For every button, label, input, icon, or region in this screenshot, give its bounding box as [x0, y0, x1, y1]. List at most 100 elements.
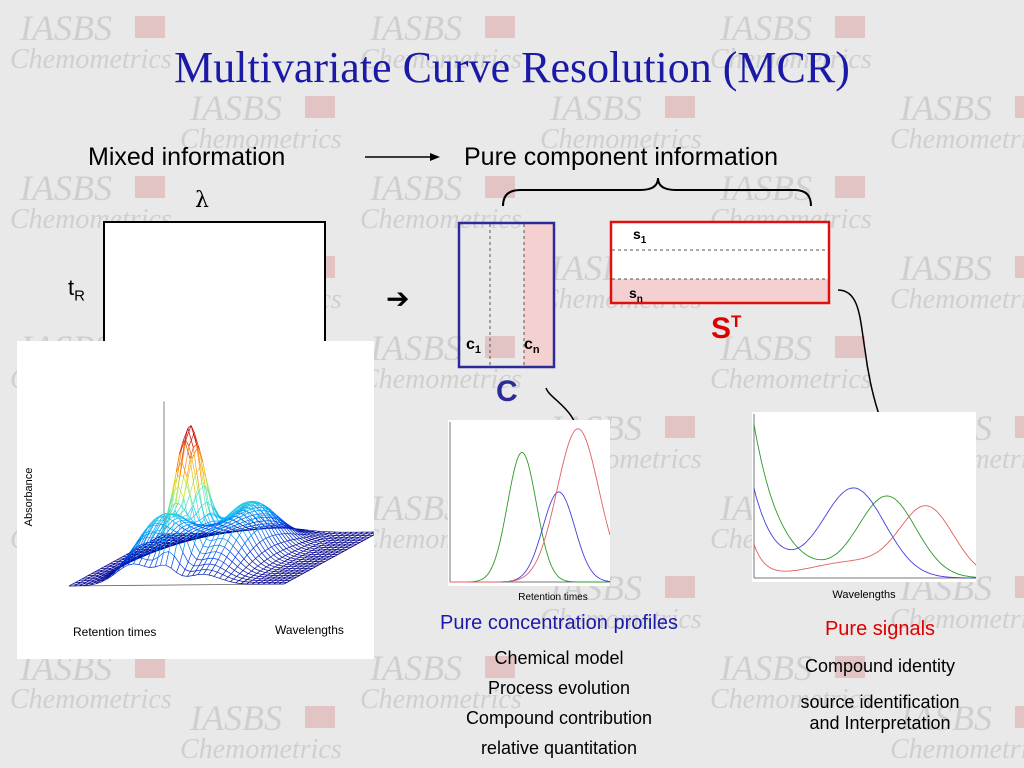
surface-mesh-line [238, 552, 245, 560]
surface-mesh-line [325, 538, 329, 541]
surface-mesh-line [291, 562, 296, 566]
surface-mesh-line [138, 534, 143, 540]
surface-mesh-line [278, 556, 283, 560]
surface-mesh-line [214, 559, 219, 566]
surface-mesh-line [353, 535, 357, 538]
surface-mesh-line [315, 542, 320, 546]
surface-mesh-line [115, 561, 119, 564]
surface-mesh-line [263, 578, 267, 582]
c1-label: c1 [466, 336, 482, 357]
surface-mesh-line [219, 526, 224, 533]
surface-mesh-line [245, 567, 252, 572]
surface-mesh-line [260, 526, 264, 529]
surface-mesh-line [364, 531, 369, 535]
surface-mesh-line [177, 520, 181, 541]
surface-mesh-line [133, 554, 137, 557]
surface-mesh-line [251, 581, 256, 585]
surface-mesh-line [264, 574, 268, 578]
left-caption-line-2: Process evolution [487, 678, 631, 698]
surface-mesh-line [264, 550, 271, 558]
surface-mesh-line [234, 510, 239, 515]
surface-mesh-line [275, 558, 280, 562]
surface-mesh-line [266, 506, 271, 510]
surface-mesh-line [248, 570, 252, 574]
surface-mesh-line [293, 527, 297, 530]
surface-mesh-line [367, 533, 371, 536]
surface-mesh-line [272, 560, 276, 564]
surface-mesh-line [262, 574, 268, 576]
left-caption-heading: Pure concentration profiles [440, 612, 678, 634]
surface-mesh-line [302, 553, 306, 556]
surface-mesh-line [171, 510, 176, 534]
surface-mesh-line [192, 447, 200, 487]
surface-mesh-line [142, 537, 147, 545]
surface-mesh-line [306, 536, 312, 540]
surface-mesh-line [315, 564, 319, 568]
surface-mesh-line [262, 582, 266, 585]
surface-mesh-line [267, 582, 272, 585]
surface-mesh-line [247, 503, 254, 509]
surface-mesh-line [263, 566, 267, 570]
surface-mesh-line [235, 516, 239, 518]
surface-mesh-line [191, 522, 196, 525]
surface-mesh-line [188, 530, 192, 534]
surface-mesh-line [142, 527, 149, 538]
surface-mesh-line [239, 510, 244, 512]
surface-mesh-line [141, 549, 145, 552]
surface-mesh-line [308, 559, 313, 562]
svg-text:IASBS: IASBS [719, 8, 812, 48]
surface-mesh-line [196, 444, 203, 483]
surface-mesh-line [232, 540, 237, 546]
surface-mesh-line [315, 534, 322, 537]
surface-mesh-line [338, 549, 343, 552]
surface-mesh-line [323, 545, 327, 548]
surface-mesh-line [189, 458, 196, 496]
surface-mesh-line [288, 528, 295, 535]
surface-mesh-line [212, 557, 219, 560]
surface-mesh-line [267, 558, 273, 564]
surface-mesh-line [151, 538, 155, 542]
surface-mesh-line [171, 537, 175, 540]
surface-mesh-line [294, 560, 299, 564]
surface-mesh-line [240, 517, 247, 527]
surface-mesh-line [178, 461, 182, 486]
surface-mesh-line [271, 511, 276, 515]
surface-mesh-line [251, 525, 255, 529]
surface-mesh-line [325, 555, 330, 559]
surface-mesh-line [174, 538, 178, 540]
header-arrow-head [430, 153, 440, 161]
surface-mesh-line [313, 554, 317, 557]
surface-mesh-line [163, 536, 168, 553]
surface-mesh-line [150, 519, 154, 524]
surface-mesh-line [158, 514, 163, 518]
surface-mesh-line [306, 566, 311, 569]
conc-curve-red [450, 428, 611, 583]
surface-mesh-line [200, 564, 205, 570]
surface-mesh-line [285, 555, 291, 559]
svg-text:Chemometrics: Chemometrics [540, 604, 702, 635]
surface-mesh-line [187, 523, 193, 526]
surface-mesh-line [295, 530, 299, 532]
surface-mesh-line [246, 551, 251, 556]
surface-mesh-line [326, 534, 330, 538]
svg-text:IASBS: IASBS [369, 488, 462, 528]
surface-mesh-line [157, 544, 162, 558]
surface-mesh-line [259, 570, 266, 573]
surface-mesh-line [265, 510, 269, 515]
surface-mesh-line [234, 525, 238, 528]
surface-mesh-line [300, 552, 306, 555]
surface-mesh-line [205, 551, 211, 555]
surface-mesh-line [289, 528, 293, 530]
surface-mesh-line [292, 558, 297, 562]
surface-mesh-line [327, 549, 332, 552]
surface-mesh-line [179, 552, 184, 564]
surface-mesh-line [150, 545, 155, 553]
surface-mesh-line [252, 577, 257, 581]
surface-mesh-line [178, 525, 183, 528]
surface-mesh-line [236, 530, 240, 533]
surface-mesh-line [227, 540, 234, 547]
surface-mesh-line [244, 538, 249, 544]
surface-mesh-line [221, 553, 227, 558]
